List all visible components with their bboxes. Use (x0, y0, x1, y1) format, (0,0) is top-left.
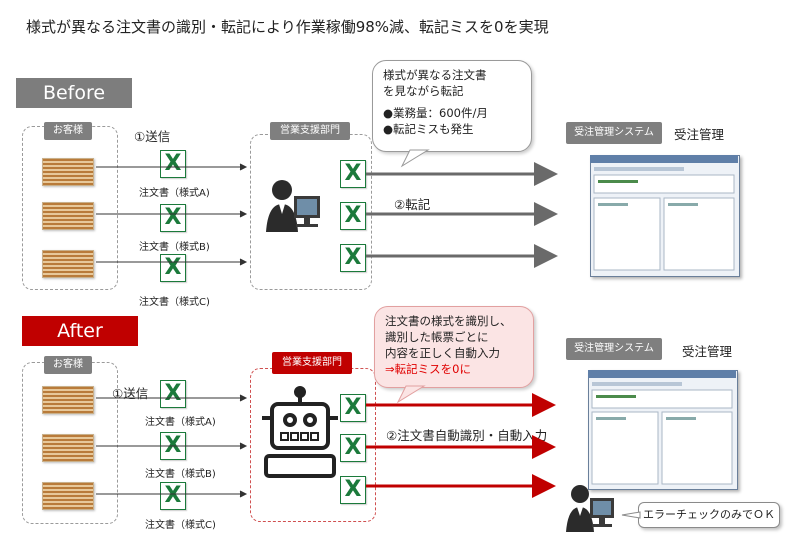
after-thin-arrows (96, 394, 248, 498)
before-bubble-tail (400, 149, 430, 168)
after-bubble-tail (396, 385, 426, 404)
after-system-label: 受注管理システム (566, 338, 662, 360)
bubble-line: 注文書の様式を識別し、 (385, 314, 512, 328)
before-system-label: 受注管理システム (566, 122, 662, 144)
bubble-line: 識別した帳票ごとに (385, 330, 489, 344)
building-icon (42, 482, 94, 510)
excel-icon: X (340, 434, 366, 462)
bubble-line: 内容を正しく自動入力 (385, 346, 500, 360)
system-screen-detail (590, 155, 738, 271)
after-speech-bubble: 注文書の様式を識別し、 識別した帳票ごとに 内容を正しく自動入力 ⇒転記ミスを0… (374, 306, 534, 388)
before-form-label-b: 注文書（様式B) (139, 242, 210, 253)
excel-icon: X (340, 202, 366, 230)
excel-icon: X (160, 150, 186, 178)
excel-icon: X (340, 244, 366, 272)
bubble-line: ●転記ミスも発生 (383, 122, 474, 136)
before-speech-bubble: 様式が異なる注文書 を見ながら転記 ●業務量：600件/月 ●転記ミスも発生 (372, 60, 532, 152)
bubble-line: 様式が異なる注文書 (383, 68, 487, 82)
page-title: 様式が異なる注文書の識別・転記により作業稼働98%減、転記ミスを0を実現 (26, 18, 549, 36)
after-send-label: ①送信 (112, 386, 149, 401)
building-icon (42, 386, 94, 414)
bubble-line: ●業務量：600件/月 (383, 106, 488, 120)
before-thin-arrows (96, 163, 248, 266)
before-system-caption: 受注管理 (674, 127, 725, 142)
before-dept-label: 営業支援部門 (270, 122, 350, 140)
excel-icon: X (160, 482, 186, 510)
before-tag: Before (16, 78, 132, 108)
before-customers-label: お客様 (44, 122, 92, 140)
building-icon (42, 434, 94, 462)
after-thick-arrows (366, 393, 556, 498)
before-transfer-label: ②転記 (394, 197, 431, 212)
building-icon (42, 158, 94, 186)
system-screen-detail (588, 370, 736, 485)
after-dept-label: 営業支援部門 (272, 352, 352, 374)
after-tag: After (22, 316, 138, 346)
excel-icon: X (340, 476, 366, 504)
check-bubble: エラーチェックのみでＯＫ (638, 502, 780, 528)
excel-icon: X (340, 394, 366, 422)
robot-icon (262, 386, 338, 478)
building-icon (42, 250, 94, 278)
bubble-line: を見ながら転記 (383, 84, 464, 98)
before-thick-arrows (366, 162, 558, 268)
excel-icon: X (340, 160, 366, 188)
before-send-label: ①送信 (134, 129, 171, 144)
before-form-label-a: 注文書（様式A) (139, 188, 210, 199)
after-transfer-label: ②注文書自動識別・自動入力 (386, 428, 548, 443)
after-system-caption: 受注管理 (682, 344, 733, 359)
bubble-highlight: ⇒転記ミスを0に (385, 362, 471, 376)
check-bubble-tail (621, 511, 641, 519)
after-form-label-a: 注文書（様式A) (145, 417, 216, 428)
after-form-label-c: 注文書（様式C) (145, 520, 216, 531)
person-icon (266, 180, 320, 232)
excel-icon: X (160, 380, 186, 408)
before-form-label-c: 注文書（様式C) (139, 297, 210, 308)
after-form-label-b: 注文書（様式B) (145, 469, 216, 480)
excel-icon: X (160, 254, 186, 282)
building-icon (42, 202, 94, 230)
person-icon (566, 485, 614, 532)
after-customers-label: お客様 (44, 356, 92, 374)
excel-icon: X (160, 204, 186, 232)
